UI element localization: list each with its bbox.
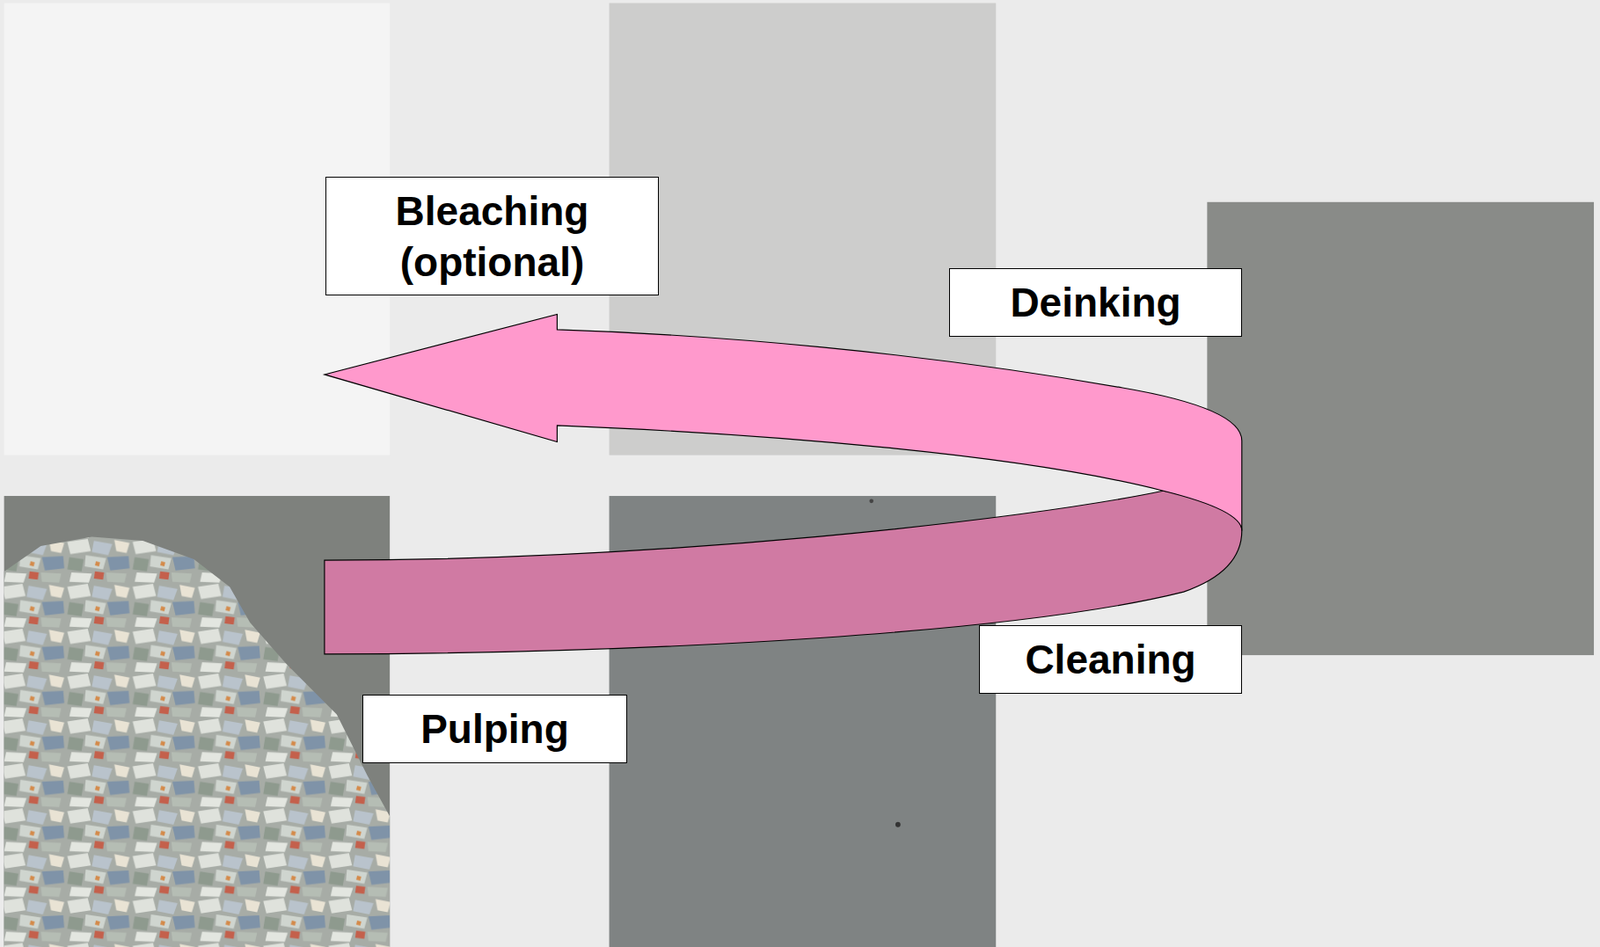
process-step-box: Cleaning — [978, 625, 1243, 695]
step-text-group: Pulping — [420, 703, 570, 755]
step-label: Bleaching (optional) — [335, 185, 650, 288]
process-step-box: Bleaching (optional) — [325, 176, 659, 296]
step-text-group: Deinking — [1009, 277, 1181, 329]
paper-speck — [869, 499, 874, 505]
step-text-group: Bleaching (optional) — [335, 185, 650, 288]
step-text-group: Cleaning — [1024, 634, 1196, 686]
paper-speck — [895, 822, 901, 828]
process-step-box: Deinking — [949, 268, 1243, 337]
gray-paper-photo — [1206, 202, 1594, 656]
process-ribbon-arrow — [324, 314, 1243, 531]
step-label: Deinking — [1009, 277, 1181, 329]
step-label: Pulping — [420, 703, 570, 755]
step-label: Cleaning — [1024, 634, 1196, 686]
process-step-box: Pulping — [362, 694, 628, 764]
